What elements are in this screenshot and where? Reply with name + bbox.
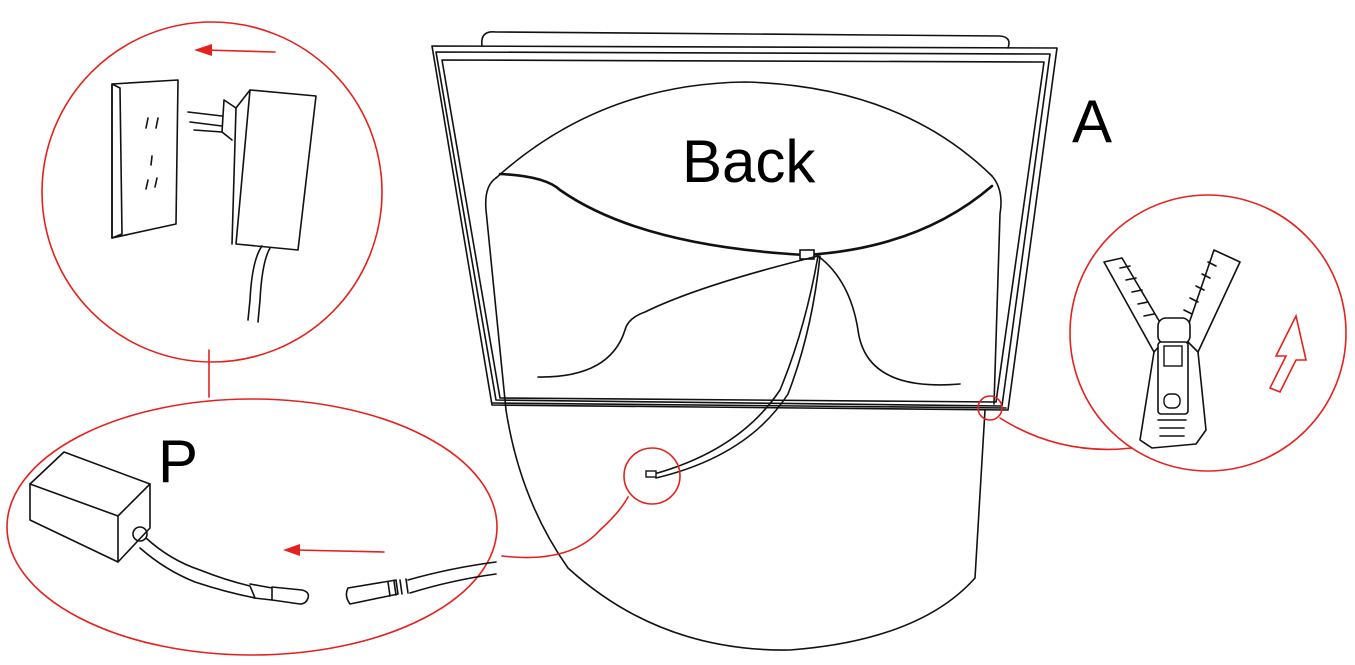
callout-circle-zipper — [1070, 195, 1346, 471]
wire-power-lead — [654, 256, 818, 474]
dc-connector-icon — [346, 562, 496, 604]
callout-power-adapter — [7, 399, 680, 655]
callout-ellipse-adapter — [7, 399, 497, 655]
callout-zipper — [978, 195, 1346, 471]
label-back: Back — [682, 132, 815, 192]
frame-middle — [436, 52, 1050, 406]
arrow-left-adapter — [295, 550, 384, 552]
light-wires — [500, 174, 992, 478]
frame-outer — [432, 46, 1057, 410]
wire-left-branch — [538, 256, 818, 377]
arrow-head-outlet — [194, 44, 212, 56]
bag-right-side — [992, 176, 1001, 404]
wire-right-branch — [818, 256, 960, 385]
callout-wall-outlet — [42, 22, 382, 397]
frame-panel — [432, 32, 1057, 410]
wire-end-connector — [646, 471, 656, 477]
callout-link-adapter — [502, 497, 628, 558]
frame-inner — [442, 60, 1044, 402]
label-p: P — [158, 432, 198, 492]
zipper-icon — [1104, 250, 1240, 448]
wall-outlet-icon — [112, 80, 178, 238]
wire-power-lead-2 — [656, 256, 820, 478]
arrow-head-adapter — [283, 544, 300, 556]
wall-plug-adapter-icon — [188, 90, 316, 322]
callout-link-zipper — [1000, 418, 1132, 449]
callout-circle-outlet — [42, 22, 382, 362]
frame-top-edge — [482, 32, 1009, 48]
label-a: A — [1072, 92, 1112, 152]
bag-lower-body — [506, 410, 985, 650]
arrow-left-outlet — [205, 50, 275, 52]
arrow-up-zipper — [1270, 316, 1306, 392]
